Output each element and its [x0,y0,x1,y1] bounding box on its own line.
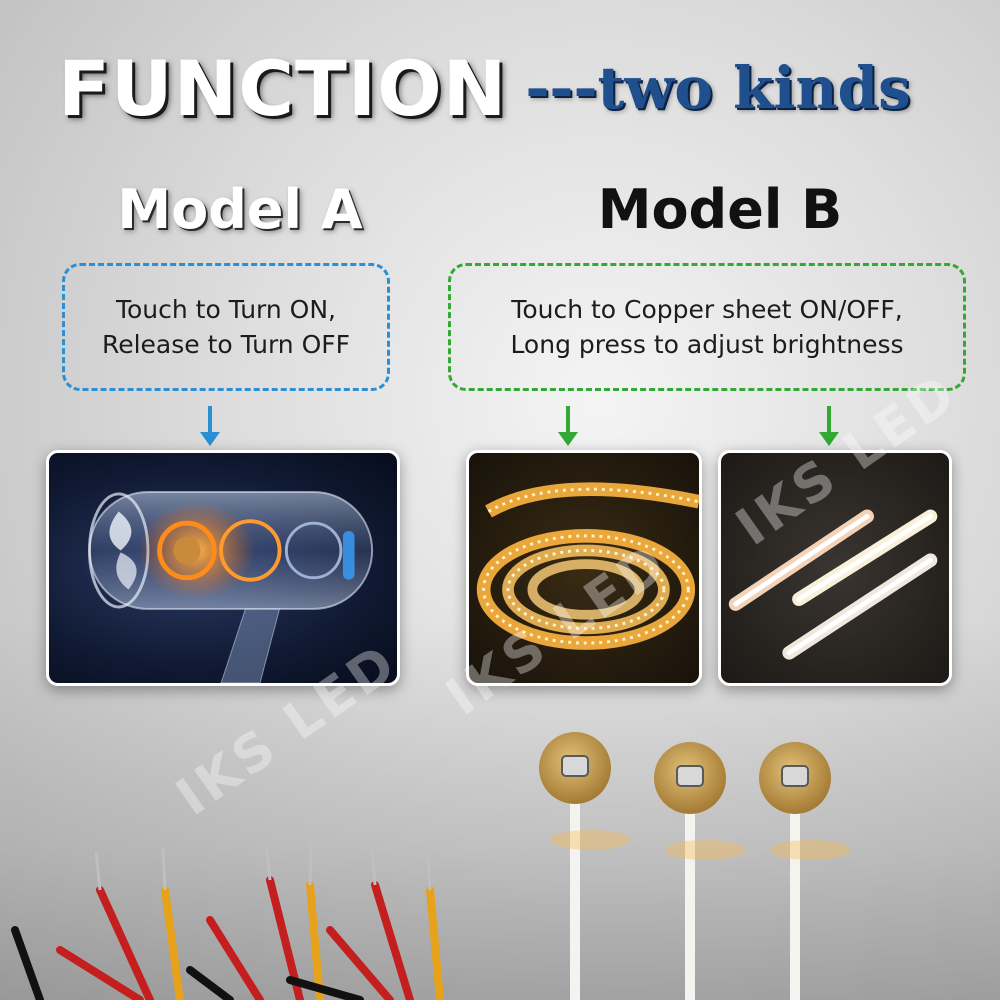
model-b-description-line-1: Touch to Copper sheet ON/OFF, [511,295,903,324]
model-b-title: Model B [597,178,843,241]
led-bar-icon [728,509,938,660]
title-subtitle: ---two kinds [525,54,911,122]
led-strip-photo [466,450,702,686]
arrow-down-icon [819,406,839,446]
arrow-down-icon [200,406,220,446]
arrow-down-icon [558,406,578,446]
led-strip-icon [476,482,699,650]
fan-icon [88,491,374,683]
model-a-description-line-1: Touch to Turn ON, [115,295,337,324]
handheld-fan-photo [46,450,400,686]
model-b-description-line-2: Long press to adjust brightness [510,330,904,359]
model-b-description: Touch to Copper sheet ON/OFF, Long press… [448,263,966,391]
model-a-title: Model A [117,178,363,241]
model-a-description-line-2: Release to Turn OFF [101,330,351,359]
wire-leads-icon [11,841,444,1000]
model-a-description: Touch to Turn ON, Release to Turn OFF [62,263,390,391]
page-title: FUNCTION ---two kinds [58,38,958,138]
copper-touch-pad-icon [539,732,850,1000]
title-main: FUNCTION [58,43,508,133]
led-bar-lights-photo [718,450,952,686]
